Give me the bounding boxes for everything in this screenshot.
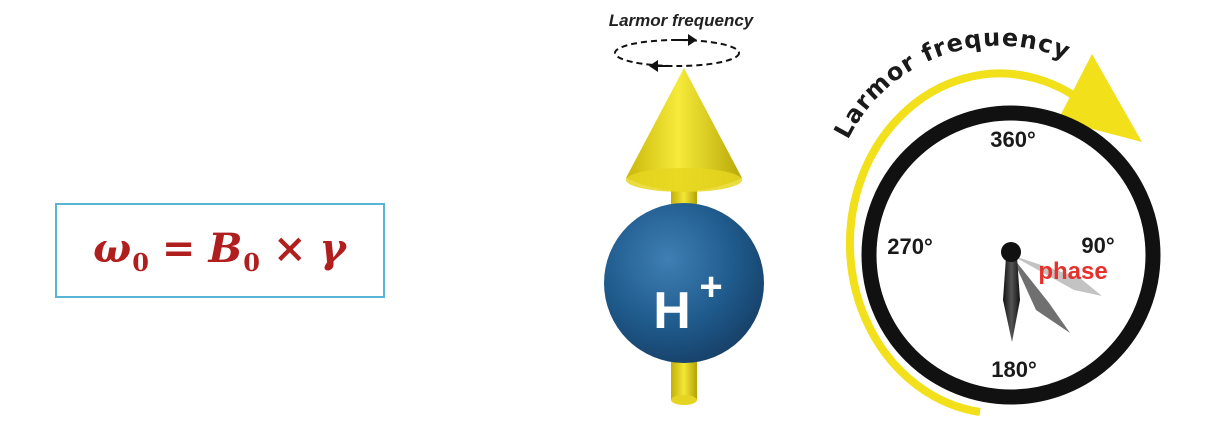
formula-box: ω0=B0×γ xyxy=(55,203,385,298)
hydrogen-nucleus-sphere xyxy=(604,203,764,363)
angle-360-label: 360° xyxy=(990,127,1036,152)
arrow-shaft-bottom-cap xyxy=(671,395,697,405)
angle-180-label: 180° xyxy=(991,357,1037,382)
angle-90-label: 90° xyxy=(1081,233,1114,258)
arrow-cone-base xyxy=(626,168,742,192)
b-subscript: 0 xyxy=(243,247,261,277)
angle-270-label: 270° xyxy=(887,234,933,259)
arrow-cone xyxy=(626,68,742,191)
b-symbol: B xyxy=(208,224,244,272)
phase-label: phase xyxy=(1038,258,1107,285)
proton-charge: + xyxy=(699,265,722,309)
phase-hand-ghost-2 xyxy=(1011,255,1102,296)
proton-symbol: H xyxy=(653,282,691,340)
phase-hand-ghost-1 xyxy=(1011,255,1070,333)
larmor-equation: ω0=B0×γ xyxy=(93,225,347,277)
arrowhead-left-icon xyxy=(649,60,658,72)
omega-symbol: ω xyxy=(93,224,133,272)
omega-subscript: 0 xyxy=(132,247,150,277)
precession-ellipse xyxy=(614,39,740,67)
larmor-rotation-arc xyxy=(846,69,1098,416)
times-sign: × xyxy=(272,224,308,272)
dial-pivot xyxy=(1001,242,1021,262)
dial-hand xyxy=(1003,257,1020,342)
equals-sign: = xyxy=(161,224,197,272)
larmor-frequency-top-label: Larmor frequency xyxy=(609,11,755,30)
arrowhead-right-icon xyxy=(688,34,697,46)
rotation-arrowhead-icon xyxy=(1058,54,1142,142)
gamma-symbol: γ xyxy=(319,224,347,272)
